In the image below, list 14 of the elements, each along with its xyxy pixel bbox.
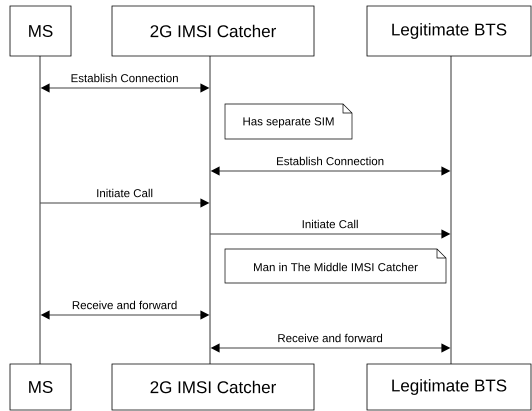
edge-label: Initiate Call <box>96 188 154 198</box>
participant-box: Legitimate BTS <box>366 6 532 56</box>
edge-label: Establish Connection <box>276 156 385 166</box>
edge-label: Receive and forward <box>71 300 178 310</box>
edge-label: Receive and forward <box>276 333 384 343</box>
participant-box: 2G IMSI Catcher <box>112 6 314 56</box>
participant-box: Legitimate BTS <box>366 364 532 410</box>
note-box: Has separate SIM <box>224 104 352 140</box>
participant-box: MS <box>10 364 72 410</box>
edge-label: Initiate Call <box>301 219 360 229</box>
edge-label: Establish Connection <box>70 73 180 83</box>
participant-box: MS <box>10 6 72 56</box>
note-box: Man in The Middle IMSI Catcher <box>224 248 446 284</box>
participant-box: 2G IMSI Catcher <box>112 364 314 410</box>
